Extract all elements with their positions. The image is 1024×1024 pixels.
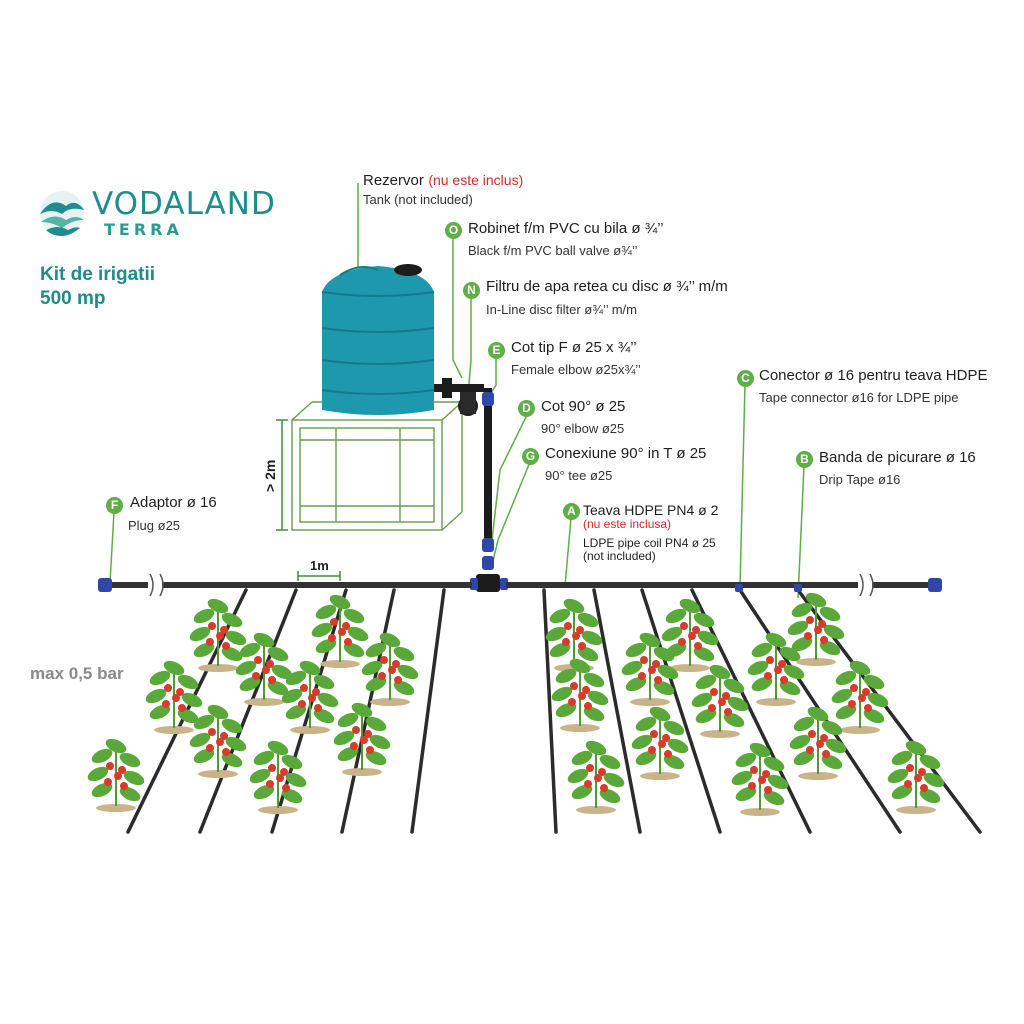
badge-O: O bbox=[445, 222, 462, 239]
spacing-dimension bbox=[297, 571, 341, 581]
tomato-plant bbox=[631, 706, 689, 780]
tomato-plant bbox=[87, 738, 145, 812]
label-A-sub: LDPE pipe coil PN4 ø 25 bbox=[583, 536, 716, 550]
tomato-plant bbox=[189, 598, 247, 672]
leader-O bbox=[452, 235, 463, 379]
label-tank: Rezervor (nu este inclus) bbox=[363, 172, 523, 190]
drip-tape-line bbox=[592, 588, 642, 834]
drip-tape-line bbox=[542, 588, 558, 834]
leader-D bbox=[491, 414, 528, 541]
label-C-sub: Tape connector ø16 for LDPE pipe bbox=[759, 390, 959, 405]
water-tank bbox=[321, 264, 435, 415]
label-E-sub: Female elbow ø25x¾’’ bbox=[511, 362, 641, 377]
leader-C bbox=[739, 383, 746, 587]
pressure-label: max 0,5 bar bbox=[30, 664, 124, 683]
height-dimension bbox=[276, 419, 288, 531]
valve-and-filter bbox=[434, 378, 508, 592]
badge-D: D bbox=[518, 400, 535, 417]
label-C-main: Conector ø 16 pentru teava HDPE bbox=[759, 367, 988, 384]
tomato-plant bbox=[887, 740, 945, 814]
kit-area: 500 mp bbox=[40, 288, 106, 309]
brand-name: VODALAND bbox=[92, 186, 276, 222]
height-label: > 2m bbox=[262, 459, 278, 492]
main-pipe bbox=[98, 573, 942, 597]
drip-tape-line bbox=[690, 588, 812, 834]
drip-tape-line bbox=[640, 588, 722, 834]
label-N-main: Filtru de apa retea cu disc ø ¾’’ m/m bbox=[486, 278, 728, 295]
tomato-plant bbox=[789, 706, 847, 780]
tank-main: Rezervor bbox=[363, 172, 424, 189]
logo-mark-icon bbox=[40, 191, 84, 236]
tomato-plant bbox=[311, 594, 369, 668]
kit-title: Kit de irigatii bbox=[40, 264, 156, 285]
drip-tape-line bbox=[198, 588, 298, 834]
tomato-plant bbox=[691, 664, 749, 738]
drip-tape-line bbox=[410, 588, 446, 834]
leader-N bbox=[467, 296, 472, 396]
badge-B: B bbox=[796, 451, 813, 468]
brand-sub: TERRA bbox=[104, 220, 183, 239]
label-B-sub: Drip Tape ø16 bbox=[819, 472, 901, 487]
badge-C: C bbox=[737, 370, 754, 387]
tomato-plants bbox=[87, 592, 945, 816]
label-O-sub: Black f/m PVC ball valve ø¾’’ bbox=[468, 243, 638, 258]
label-E-main: Cot tip F ø 25 x ¾’’ bbox=[511, 339, 637, 356]
spacing-label: 1m bbox=[310, 558, 329, 573]
badge-G: G bbox=[522, 448, 539, 465]
leader-F bbox=[109, 511, 115, 584]
tomato-plant bbox=[333, 702, 391, 776]
tank-stand bbox=[291, 401, 463, 531]
tomato-plant bbox=[787, 592, 845, 666]
label-G-main: Conexiune 90° in T ø 25 bbox=[545, 445, 707, 462]
label-D-main: Cot 90° ø 25 bbox=[541, 398, 626, 415]
tomato-plant bbox=[145, 660, 203, 734]
tomato-plant bbox=[281, 660, 339, 734]
tomato-plant bbox=[361, 632, 419, 706]
end-plug-right bbox=[928, 578, 942, 592]
badge-E: E bbox=[488, 342, 505, 359]
tomato-plant bbox=[621, 632, 679, 706]
label-F-sub: Plug ø25 bbox=[128, 518, 181, 533]
tank-sub: Tank (not included) bbox=[363, 192, 473, 207]
label-F-main: Adaptor ø 16 bbox=[130, 494, 217, 511]
leader-B bbox=[797, 465, 805, 599]
end-plug-left bbox=[98, 578, 112, 592]
tomato-plant bbox=[235, 632, 293, 706]
leader-G bbox=[491, 461, 531, 566]
tomato-plant bbox=[249, 740, 307, 814]
tomato-plant bbox=[831, 660, 889, 734]
tomato-plant bbox=[747, 632, 805, 706]
tomato-plant bbox=[731, 742, 789, 816]
label-D-sub: 90° elbow ø25 bbox=[541, 421, 625, 436]
tank-note: (nu este inclus) bbox=[428, 172, 524, 188]
badge-F: F bbox=[106, 497, 123, 514]
label-A-note: (nu este inclusa) bbox=[583, 517, 672, 531]
tomato-plant bbox=[551, 658, 609, 732]
tomato-plant bbox=[567, 740, 625, 814]
label-A-sub2: (not included) bbox=[583, 549, 656, 563]
tomato-plant bbox=[189, 704, 247, 778]
label-O-main: Robinet f/m PVC cu bila ø ¾’’ bbox=[468, 220, 664, 237]
label-G-sub: 90° tee ø25 bbox=[545, 468, 613, 483]
badge-A: A bbox=[563, 503, 580, 520]
leader-A bbox=[564, 517, 572, 587]
badge-N: N bbox=[463, 282, 480, 299]
label-B-main: Banda de picurare ø 16 bbox=[819, 449, 976, 466]
label-N-sub: In-Line disc filter ø¾’’ m/m bbox=[486, 302, 637, 317]
label-A-main: Teava HDPE PN4 ø 2 bbox=[583, 502, 719, 518]
tape-connectors bbox=[735, 584, 802, 592]
